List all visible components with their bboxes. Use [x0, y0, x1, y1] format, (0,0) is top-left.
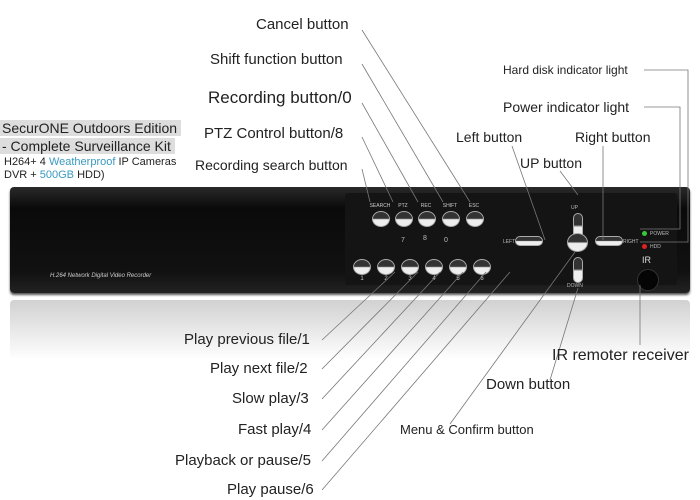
label-prev: Play previous file/1: [184, 331, 310, 348]
down-text: DOWN: [567, 283, 583, 289]
label-up: UP button: [520, 155, 583, 171]
ptz-button[interactable]: [395, 211, 413, 227]
left-button[interactable]: [515, 236, 543, 246]
num-7: 7: [401, 237, 405, 244]
right-text: RIGHT: [623, 239, 639, 245]
label-right: Right button: [575, 129, 651, 145]
hdd-text: HDD: [650, 244, 661, 250]
power-led: [642, 231, 647, 236]
num-1: 1: [360, 276, 364, 282]
slow-play-button[interactable]: [401, 259, 419, 275]
brand-label: H.264 Network Digital Video Recorder: [50, 273, 152, 279]
num-8: 8: [423, 235, 427, 242]
front-panel: SEARCH PTZ REC SHIFT ESC 7 8 0 1 2 3 4 5…: [345, 193, 677, 291]
dvr-device: H.264 Network Digital Video Recorder SEA…: [10, 187, 690, 293]
label-ptz: PTZ Control button/8: [204, 125, 344, 142]
num-2: 2: [384, 276, 388, 282]
key-label-ptz: PTZ: [398, 203, 408, 209]
desc-line-1: H264+ 4 Weatherproof IP Cameras: [4, 156, 177, 168]
num-5: 5: [456, 276, 460, 282]
shift-button[interactable]: [442, 211, 460, 227]
key-label-search: SEARCH: [369, 203, 391, 209]
ir-receiver: [637, 269, 659, 291]
play-pause-button[interactable]: [473, 259, 491, 275]
rec-button[interactable]: [418, 211, 436, 227]
desc-line-2: DVR + 500GB HDD): [4, 169, 105, 181]
label-pause: Play pause/6: [227, 481, 314, 498]
down-button[interactable]: [573, 257, 583, 283]
power-text: POWER: [650, 231, 669, 237]
ir-text: IR: [642, 255, 651, 265]
label-playback: Playback or pause/5: [175, 452, 311, 469]
label-fast: Fast play/4: [238, 421, 312, 438]
right-button[interactable]: [595, 236, 623, 246]
label-left: Left button: [456, 129, 523, 145]
label-hdd: Hard disk indicator light: [503, 63, 628, 77]
device-reflection: [10, 300, 690, 360]
key-label-rec: REC: [420, 203, 432, 209]
label-recording: Recording button/0: [208, 88, 352, 107]
label-power: Power indicator light: [503, 99, 630, 115]
fast-play-button[interactable]: [425, 259, 443, 275]
label-cancel: Cancel button: [256, 16, 349, 33]
esc-button[interactable]: [466, 211, 484, 227]
play-next-button[interactable]: [377, 259, 395, 275]
menu-confirm-button[interactable]: [567, 233, 588, 252]
label-shift: Shift function button: [210, 51, 343, 68]
num-6: 6: [480, 276, 484, 282]
left-text: LEFT: [503, 239, 516, 245]
label-next: Play next file/2: [210, 360, 308, 377]
num-3: 3: [408, 276, 412, 282]
num-0: 0: [444, 237, 448, 244]
play-prev-button[interactable]: [353, 259, 371, 275]
key-label-esc: ESC: [468, 203, 480, 209]
key-label-shift: SHIFT: [442, 203, 458, 209]
hdd-led: [642, 244, 647, 249]
title-line-2: - Complete Surveillance Kit: [0, 138, 175, 154]
up-text: UP: [571, 205, 578, 211]
label-slow: Slow play/3: [232, 390, 309, 407]
playback-pause-button[interactable]: [449, 259, 467, 275]
label-menu: Menu & Confirm button: [400, 422, 534, 437]
title-line-1: SecurONE Outdoors Edition: [0, 120, 182, 136]
label-ir: IR remoter receiver: [552, 347, 689, 364]
search-button[interactable]: [372, 211, 390, 227]
label-down: Down button: [486, 376, 571, 393]
product-title: SecurONE Outdoors Edition - Complete Sur…: [0, 120, 182, 182]
label-search: Recording search button: [195, 157, 348, 173]
